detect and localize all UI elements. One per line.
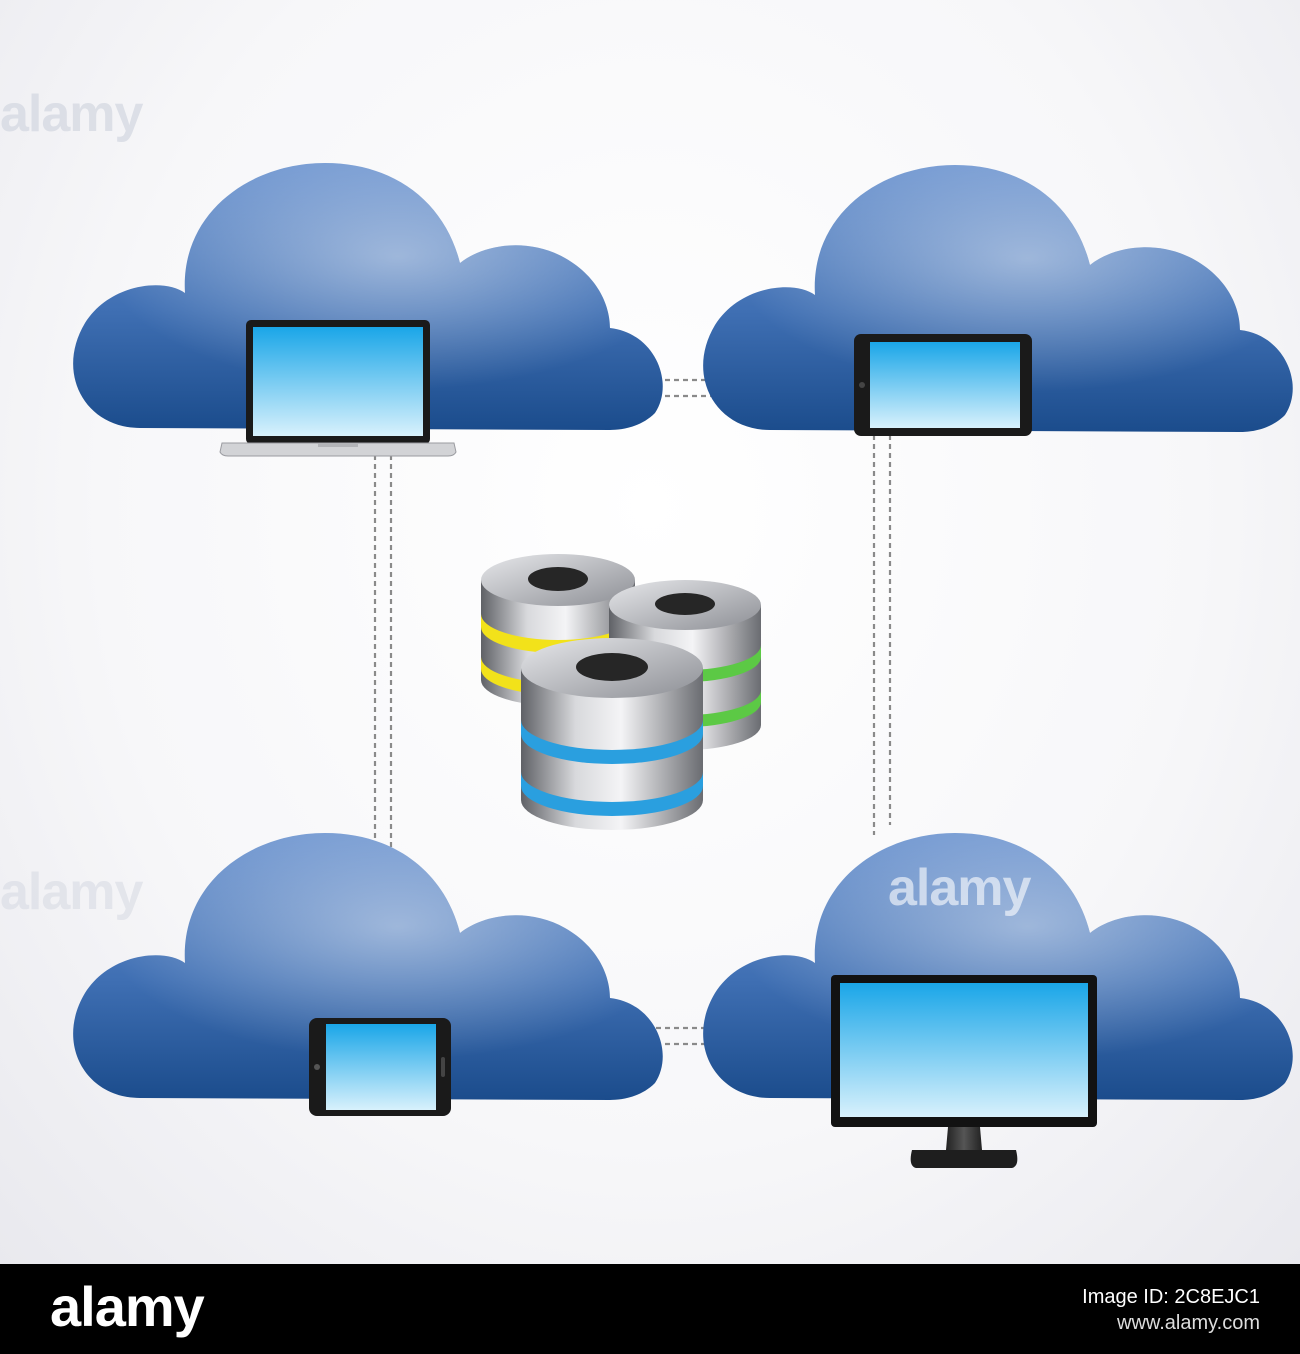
connector-right bbox=[872, 435, 892, 835]
image-id-label: Image ID: 2C8EJC1 bbox=[1082, 1286, 1260, 1308]
smartphone-icon bbox=[309, 1018, 451, 1116]
monitor-icon bbox=[831, 975, 1097, 1168]
footer-info: Image ID: 2C8EJC1 www.alamy.com bbox=[1082, 1284, 1260, 1336]
database-servers-icon bbox=[481, 554, 761, 830]
footer-bar: alamy Image ID: 2C8EJC1 www.alamy.com bbox=[0, 1264, 1300, 1354]
footer-brand-logo: alamy bbox=[50, 1275, 205, 1338]
site-url: www.alamy.com bbox=[1117, 1312, 1260, 1334]
network-diagram bbox=[73, 163, 1293, 1168]
diagram-canvas: alamy alamy alamy bbox=[0, 0, 1300, 1264]
server-blue bbox=[521, 638, 703, 830]
connector-left bbox=[373, 455, 393, 880]
tablet-icon bbox=[854, 334, 1032, 436]
laptop-icon bbox=[219, 320, 457, 457]
